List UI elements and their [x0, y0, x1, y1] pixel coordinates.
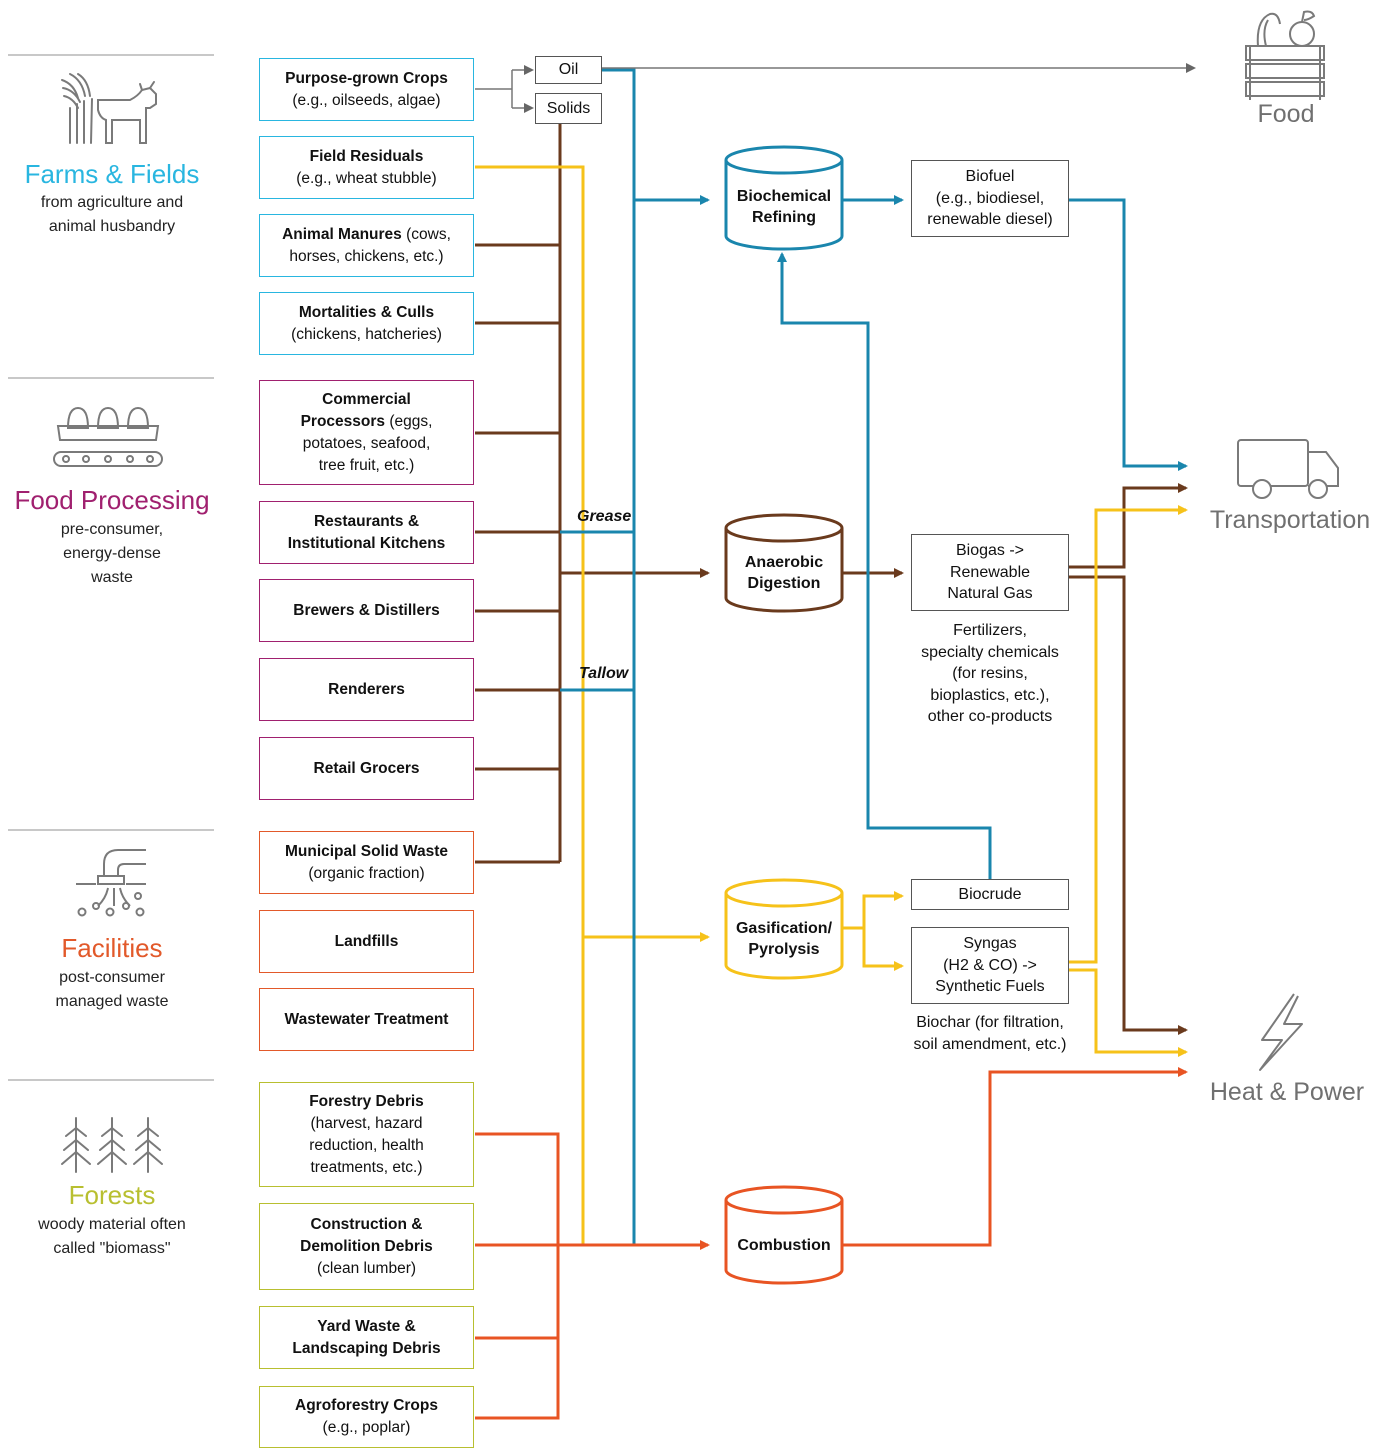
- biogas-coproducts-note: Fertilizers,specialty chemicals(for resi…: [921, 622, 1059, 725]
- biocrude-box: Biocrude: [911, 879, 1069, 910]
- gasification-pyrolysis-label: Gasification/ Pyrolysis: [735, 920, 833, 958]
- syngas-box: Syngas(H2 & CO) ->Synthetic Fuels: [911, 927, 1069, 1004]
- source-renderers: Renderers: [259, 658, 474, 721]
- anaerobic-digestion-label: Anaerobic Digestion: [744, 554, 824, 592]
- source-field-residuals: Field Residuals(e.g., wheat stubble): [259, 136, 474, 199]
- lightning-bolt-icon: [1259, 993, 1303, 1071]
- pipe-outflow-icon: [76, 849, 146, 917]
- orange-flow-lines: [475, 1067, 1188, 1420]
- anaerobic-cylinder: [724, 513, 844, 613]
- category-title-farms: Farms & Fields: [24, 159, 200, 189]
- eggs-on-conveyor-icon: [53, 406, 163, 467]
- trees-icon: [61, 1117, 163, 1173]
- biofuel-box: Biofuel(e.g., biodiesel,renewable diesel…: [911, 160, 1069, 237]
- destination-heat-power: Heat & Power: [1209, 1078, 1365, 1106]
- source-municipal-solid-waste: Municipal Solid Waste(organic fraction): [259, 831, 474, 894]
- produce-crate-icon: [1245, 10, 1325, 100]
- source-construction-debris: Construction & Demolition Debris(clean l…: [259, 1203, 474, 1290]
- source-wastewater-treatment: Wastewater Treatment: [259, 988, 474, 1051]
- biochar-note: Biochar (for filtration,soil amendment, …: [913, 1014, 1067, 1053]
- crop-split-lines: [475, 63, 1196, 130]
- source-mortalities-culls: Mortalities & Culls(chickens, hatcheries…: [259, 292, 474, 355]
- yellow-flow-lines: [475, 165, 1188, 1246]
- category-title-facilities: Facilities: [61, 933, 163, 963]
- source-animal-manures: Animal Manures (cows, horses, chickens, …: [259, 214, 474, 277]
- source-retail-grocers: Retail Grocers: [259, 737, 474, 800]
- source-yard-waste: Yard Waste & Landscaping Debris: [259, 1306, 474, 1369]
- destination-food: Food: [1257, 100, 1315, 128]
- source-agroforestry-crops: Agroforestry Crops(e.g., poplar): [259, 1386, 474, 1448]
- biochemical-cylinder: [724, 145, 844, 251]
- wheat-and-cow-icon: [61, 73, 157, 144]
- category-subtitle-farms: from agriculture and animal husbandry: [40, 194, 184, 235]
- source-brewers-distillers: Brewers & Distillers: [259, 579, 474, 642]
- oil-box: Oil: [535, 56, 602, 84]
- combustion-label: Combustion: [737, 1237, 831, 1254]
- category-title-food-processing: Food Processing: [14, 485, 210, 515]
- category-dividers: [8, 54, 214, 1081]
- blue-flow-lines: [560, 68, 1188, 1246]
- source-landfills: Landfills: [259, 910, 474, 973]
- source-forestry-debris: Forestry Debris(harvest, hazard reductio…: [259, 1082, 474, 1187]
- category-subtitle-facilities: post-consumer managed waste: [55, 969, 169, 1010]
- category-title-forests: Forests: [68, 1180, 156, 1210]
- source-restaurants-kitchens: Restaurants & Institutional Kitchens: [259, 501, 474, 564]
- delivery-truck-icon: [1237, 439, 1339, 499]
- combustion-cylinder: [724, 1185, 844, 1285]
- category-subtitle-forests: woody material often called "biomass": [38, 1216, 186, 1257]
- source-commercial-processors: Commercial Processors (eggs, potatoes, s…: [259, 380, 474, 485]
- destination-transportation: Transportation: [1209, 506, 1371, 534]
- category-subtitle-food-processing: pre-consumer, energy-dense waste: [60, 521, 164, 586]
- biochemical-refining-label: Biochemical Refining: [736, 188, 832, 226]
- process-cylinders: [724, 145, 844, 1285]
- grease-label: Grease: [577, 508, 632, 525]
- tallow-label: Tallow: [579, 665, 629, 682]
- source-purpose-grown-crops: Purpose-grown Crops(e.g., oilseeds, alga…: [259, 58, 474, 121]
- gasification-cylinder: [724, 878, 844, 980]
- solids-box: Solids: [535, 93, 602, 124]
